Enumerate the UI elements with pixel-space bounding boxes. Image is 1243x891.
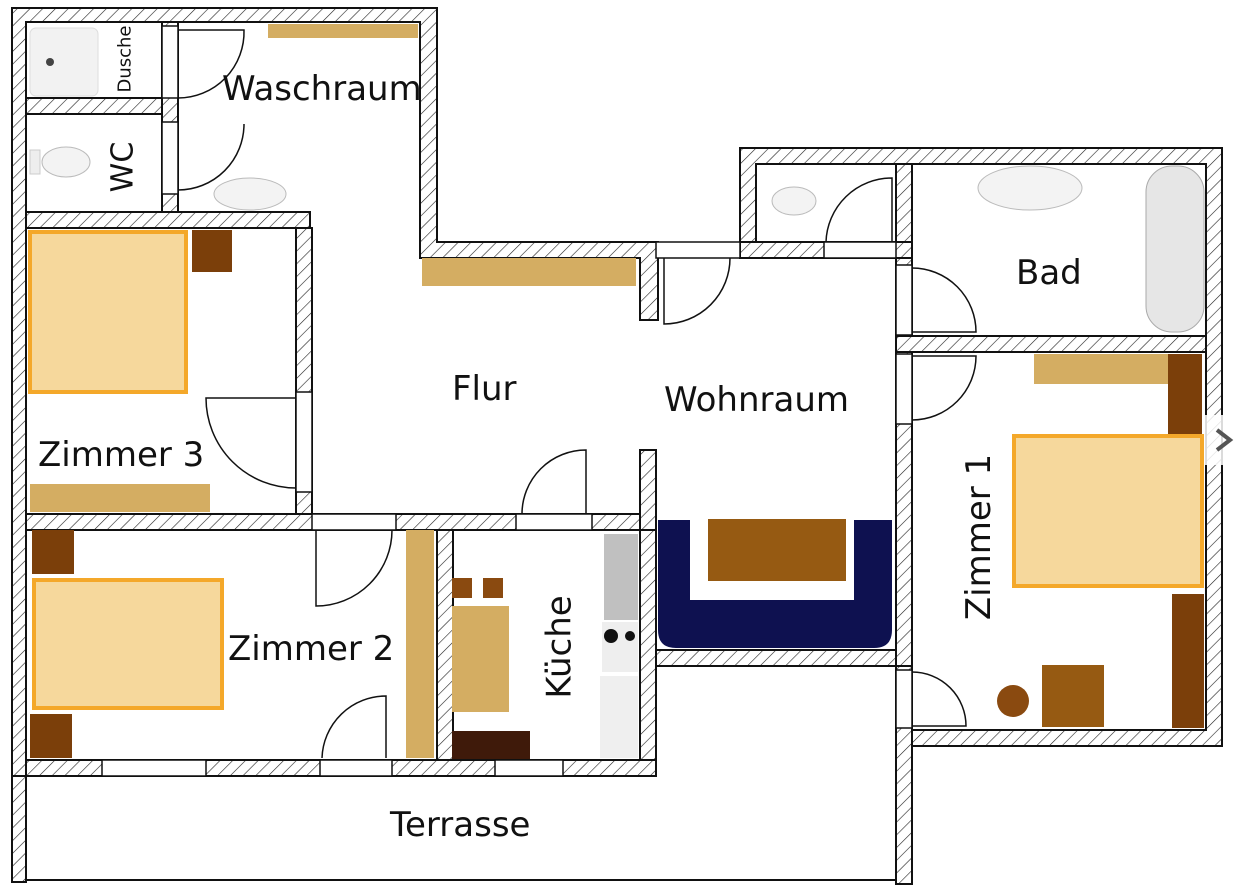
door-zimmer2-top: [315, 529, 393, 607]
chevron-right-icon: [1215, 428, 1234, 452]
room-label-terrasse: Terrasse: [390, 805, 531, 845]
door-zimmer1: [911, 355, 977, 421]
door-dusche: [177, 29, 245, 99]
opening-kueche: [515, 513, 593, 531]
toilet-wc: [41, 146, 91, 178]
opening-bad: [895, 264, 913, 336]
room-label-flur: Flur: [452, 369, 517, 409]
window-3: [494, 759, 564, 777]
shelf-flur: [422, 258, 636, 286]
desk: [1042, 665, 1104, 727]
stove: [602, 622, 638, 672]
door-bad: [911, 267, 977, 333]
bed-zimmer2: [32, 578, 224, 710]
wall-wc-bottom: [25, 211, 311, 229]
shelf-zimmer1: [1034, 354, 1170, 384]
openings: [101, 25, 913, 777]
wall-dusche-bottom: [25, 97, 177, 115]
burner-1: [604, 629, 618, 643]
door-wohnraum: [663, 257, 731, 325]
opening-smallwc: [823, 241, 897, 259]
bed-zimmer3: [28, 230, 188, 394]
chair-2: [483, 578, 503, 598]
wall-flur-right-lower: [639, 449, 657, 531]
wall-kueche-left: [436, 529, 454, 761]
opening-wc: [161, 121, 179, 195]
door-wc: [177, 123, 245, 191]
shower-tray: [29, 27, 99, 97]
fridge: [600, 676, 638, 758]
door-smallwc: [825, 177, 893, 243]
door-zimmer3: [205, 397, 297, 489]
nightstand-z3: [192, 230, 232, 272]
room-label-kueche: Küche: [539, 595, 580, 699]
opening-z1-bottom: [895, 669, 913, 729]
sink-waschraum: [213, 177, 287, 211]
stool: [997, 685, 1029, 717]
opening-z2-top: [311, 513, 397, 531]
room-label-bad: Bad: [1016, 253, 1082, 293]
door-zimmer1-bottom: [911, 671, 967, 727]
room-label-zimmer2: Zimmer 2: [228, 629, 395, 669]
toilet-small: [771, 186, 817, 216]
wall-bad-bottom: [895, 335, 1207, 353]
wardrobe-z2: [406, 530, 434, 758]
door-zimmer2-bottom: [321, 695, 387, 759]
window-1: [101, 759, 207, 777]
burner-2: [625, 631, 635, 641]
opening-dusche: [161, 25, 179, 99]
wall-terrace-left: [11, 775, 27, 883]
opening-zimmer3: [295, 391, 313, 493]
coffee-table: [708, 519, 846, 581]
shelf-zimmer3: [30, 484, 210, 512]
wardrobe-z1-bottom: [1172, 594, 1204, 728]
room-label-waschraum: Waschraum: [222, 69, 422, 109]
bathtub: [1145, 165, 1205, 333]
toilet-tank: [29, 149, 41, 175]
shelf-waschraum: [268, 24, 418, 38]
nightstand-z2-top: [32, 530, 74, 574]
bed-zimmer1: [1012, 434, 1204, 588]
next-button[interactable]: [1205, 415, 1243, 465]
room-label-wc: WC: [105, 141, 141, 193]
chair-1: [452, 578, 472, 598]
room-label-zimmer1: Zimmer 1: [959, 453, 1000, 621]
kitchen-sink: [604, 534, 638, 620]
opening-z1: [895, 353, 913, 425]
nightstand-z2-bottom: [30, 714, 72, 758]
dining-table: [452, 606, 509, 712]
shower-drain: [46, 58, 54, 66]
counter: [452, 731, 530, 759]
room-label-wohnraum: Wohnraum: [664, 380, 850, 420]
room-label-zimmer3: Zimmer 3: [38, 435, 205, 475]
wardrobe-z1-top: [1168, 354, 1202, 434]
room-label-dusche: Dusche: [114, 25, 136, 93]
opening-wohnraum: [655, 241, 741, 259]
furniture: [28, 24, 1205, 759]
wall-kueche-right: [639, 529, 657, 776]
sink-bad: [977, 165, 1083, 211]
wall-wohnraum-bottom: [655, 649, 897, 667]
door-swings: [177, 29, 977, 759]
sofa: [658, 520, 892, 648]
door-flur-kueche: [521, 449, 587, 515]
window-2: [319, 759, 393, 777]
